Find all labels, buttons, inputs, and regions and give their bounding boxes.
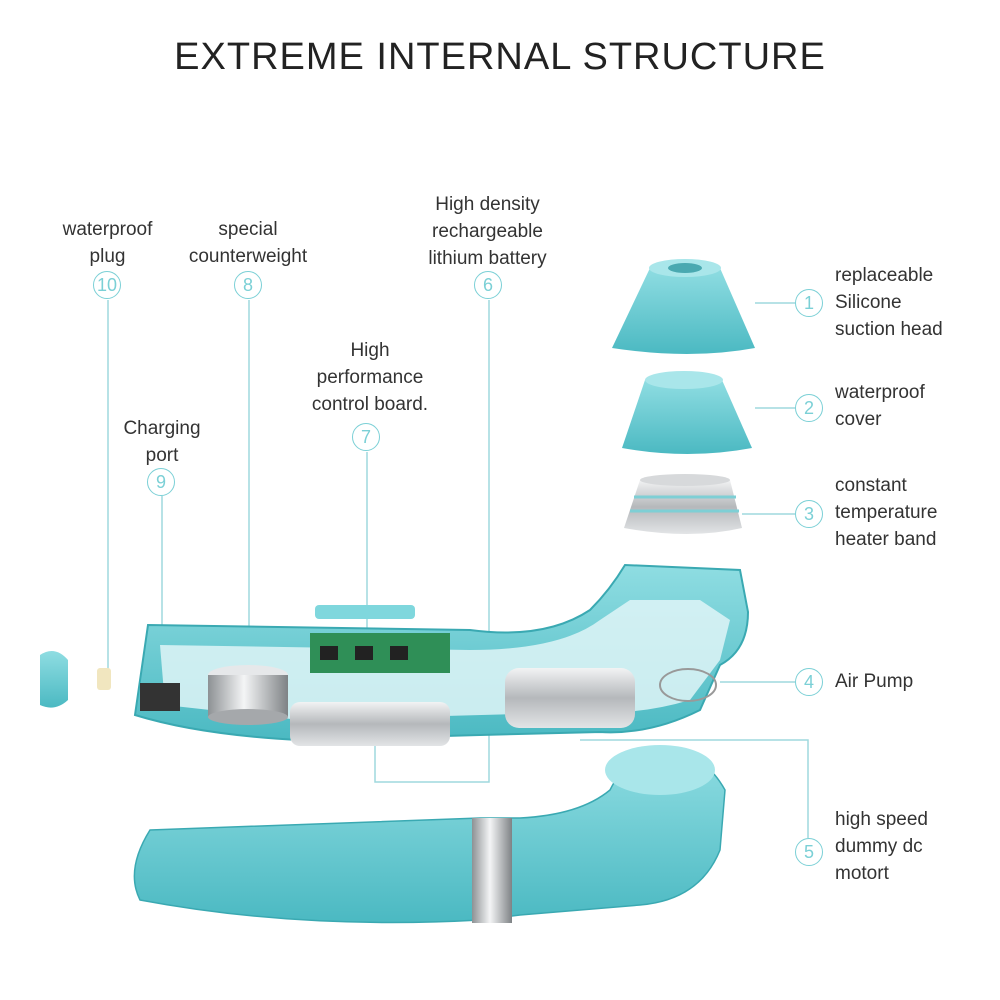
callout-9-number: 9	[147, 468, 175, 496]
callout-10-number: 10	[93, 271, 121, 299]
callout-7-label: High performance control board.	[311, 340, 429, 415]
callout-2-label: waterproof cover	[835, 382, 925, 430]
callout-3-label: constant temperature heater band	[835, 475, 938, 550]
callout-5-label: high speed dummy dc motort	[835, 809, 928, 884]
waterproof-plug	[40, 651, 111, 708]
waterproof-cover	[622, 371, 752, 454]
suction-head	[612, 259, 755, 354]
callout-1-number: 1	[795, 289, 823, 317]
page-title: EXTREME INTERNAL STRUCTURE	[174, 36, 826, 78]
callout-4-label: Air Pump	[835, 671, 914, 692]
callout-5-number: 5	[795, 838, 823, 866]
leader-lines	[107, 300, 809, 838]
callout-1-label: replaceable Silicone suction head	[835, 265, 943, 340]
heater-band	[624, 474, 742, 534]
callout-4-number: 4	[795, 668, 823, 696]
callout-6-number: 6	[474, 271, 502, 299]
callout-9-label: Charging port	[123, 418, 201, 466]
lower-housing	[133, 745, 726, 924]
callout-8-label: special counterweight	[188, 219, 308, 267]
callout-7-number: 7	[352, 423, 380, 451]
callout-3-number: 3	[795, 500, 823, 528]
callout-10-label: waterproof plug	[62, 219, 153, 267]
device-body-cutaway	[133, 563, 750, 746]
callout-6-label: High density rechargeable lithium batter…	[428, 194, 547, 269]
callout-8-number: 8	[234, 271, 262, 299]
callout-2-number: 2	[795, 394, 823, 422]
